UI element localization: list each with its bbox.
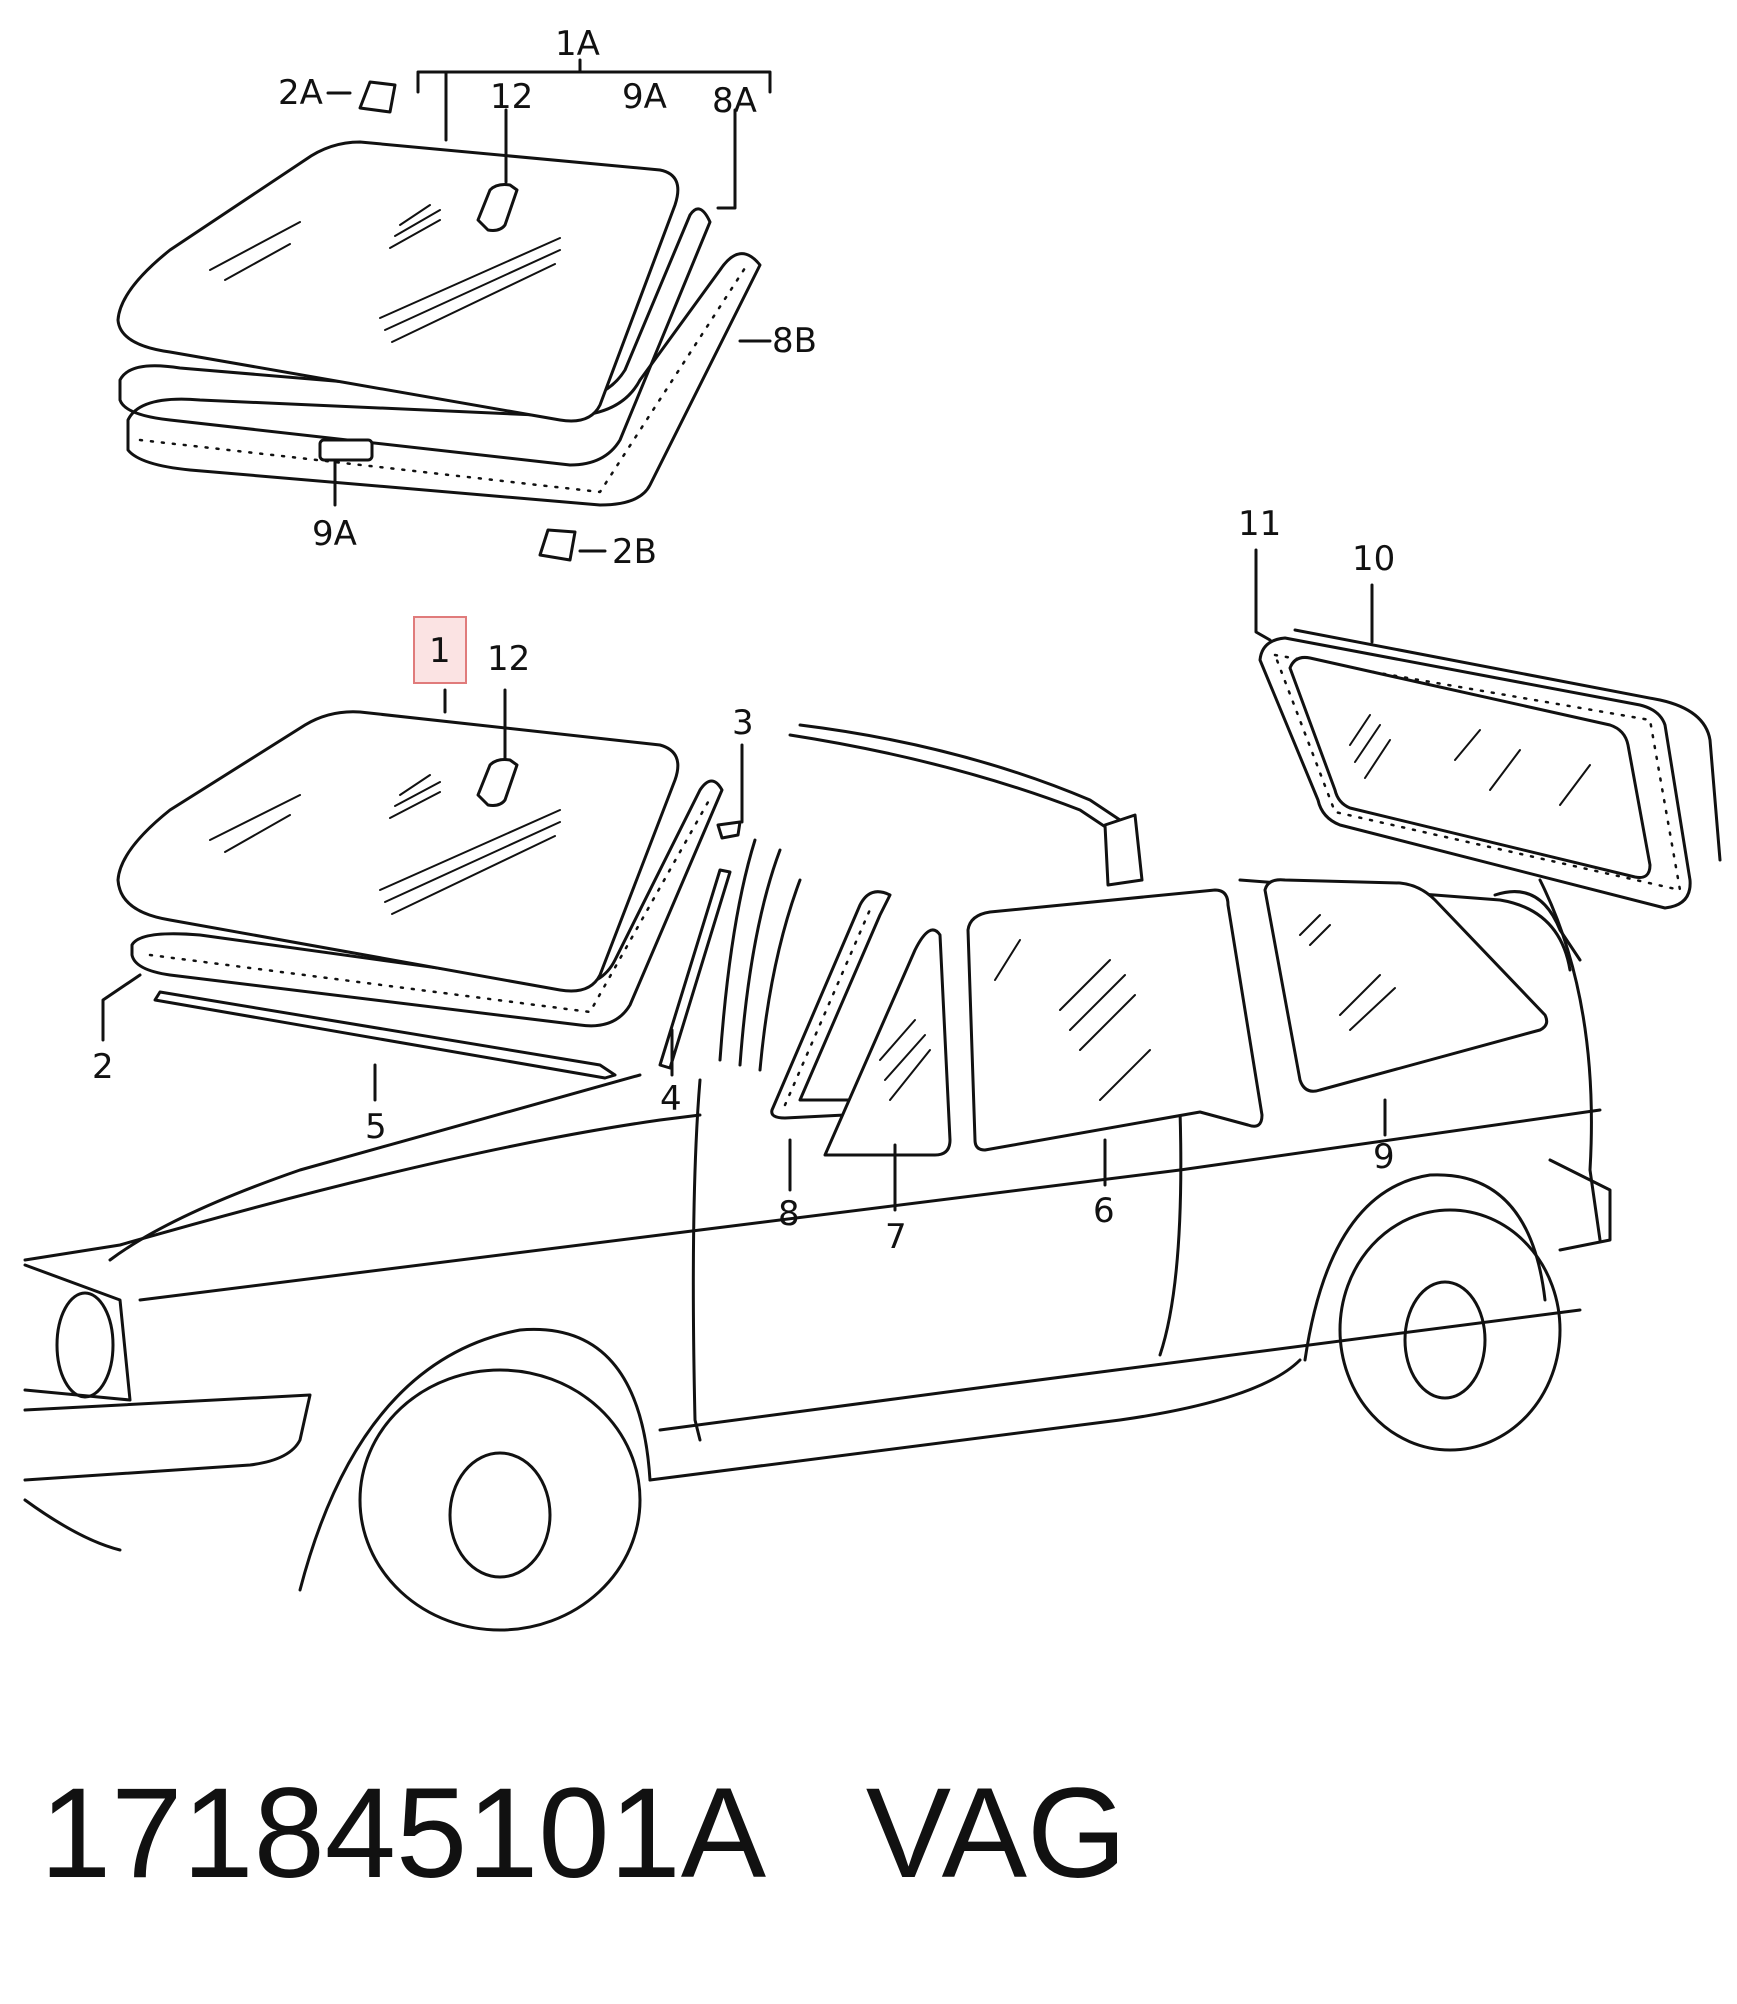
rear-window-assembly: [1258, 628, 1722, 962]
leaders: [101, 548, 1387, 1212]
callout-8A: 8A: [712, 81, 757, 121]
moulding-9A-piece: [318, 438, 374, 462]
rear-glass-10-reflection: [1349, 714, 1591, 806]
car-b-pillar: [1103, 813, 1144, 887]
callout-9A-top: 9A: [622, 77, 667, 117]
callout-8B: 8B: [772, 321, 817, 361]
car-belt-line: [138, 1108, 1602, 1302]
callout-9: 9: [1373, 1137, 1395, 1177]
door-glass-6-reflection: [994, 939, 1151, 1101]
rear-side-window: [1263, 878, 1549, 1093]
quarter-glass-7-reflection: [879, 1019, 931, 1101]
car-sill: [658, 1308, 1582, 1432]
callout-3: 3: [732, 703, 754, 743]
callout-2A: 2A: [278, 73, 323, 113]
seal-8B-dots: [138, 266, 747, 494]
rear-side-glass-9: [1263, 878, 1549, 1093]
car-roof-line-2: [798, 723, 1122, 822]
clip-2A: [358, 80, 397, 114]
part-number: 171845101A: [40, 1762, 759, 1905]
car-rear-wheel: [1338, 1208, 1562, 1452]
seal-11-dots: [1273, 653, 1682, 892]
car-door-front-edge: [691, 1078, 702, 1442]
callout-5: 5: [365, 1107, 387, 1147]
car-front-wheel: [358, 1368, 642, 1632]
brand-name: VAG: [865, 1762, 1127, 1905]
callout-labels: 1A 2A 12 9A 8A 8B 9A 2B 11 10 1 12 3 2 5…: [92, 24, 1395, 1257]
car-roof-line: [788, 733, 1112, 832]
strip-4: [658, 868, 732, 1070]
leader-2: [101, 973, 142, 1042]
callout-11: 11: [1238, 504, 1281, 544]
callout-2B: 2B: [612, 532, 657, 572]
callout-12-top: 12: [490, 77, 533, 117]
car-front-wheel-arch: [298, 1327, 652, 1592]
seal-8B: [126, 252, 762, 507]
clip-2B: [538, 528, 577, 562]
seal-8-dots: [783, 903, 874, 1107]
highlight-box-part-1: [413, 616, 467, 684]
car-hood: [23, 1113, 702, 1262]
callout-4: 4: [660, 1079, 682, 1119]
callout-10: 10: [1352, 539, 1395, 579]
rear-side-glass-9-reflection: [1299, 914, 1396, 1031]
windshield-assembly-exploded: [116, 58, 772, 562]
rear-glass-10: [1288, 656, 1652, 879]
leader-11: [1254, 548, 1272, 642]
car-rear-deck: [1238, 878, 1572, 972]
quarter-window: [770, 890, 952, 1157]
car-hood-edge: [108, 1073, 642, 1262]
car-lower-body: [648, 1358, 1302, 1482]
windshield-seal-2: [130, 779, 724, 1028]
car-headlight: [55, 1291, 115, 1399]
quarter-glass-7: [823, 928, 952, 1157]
seal-11: [1258, 636, 1692, 910]
car-front-hub: [448, 1451, 552, 1579]
car-drawing: [23, 723, 1612, 1632]
car-front-bumper: [23, 1393, 312, 1552]
rear-tailgate: [1493, 890, 1582, 962]
windshield-glass-1A: [116, 140, 680, 423]
callout-7: 7: [885, 1217, 907, 1257]
callout-12-main: 12: [487, 639, 530, 679]
callout-2: 2: [92, 1047, 114, 1087]
clip-3: [716, 820, 742, 840]
door-glass-6: [966, 888, 1264, 1152]
callout-8: 8: [778, 1194, 800, 1234]
part-number-caption: 171845101A VAG: [40, 1760, 1127, 1907]
car-door-rear-edge: [1158, 1108, 1183, 1357]
mirror-mount-12: [476, 758, 519, 807]
callout-1A: 1A: [555, 24, 600, 64]
seal-8: [770, 890, 892, 1120]
leader-8A: [716, 108, 737, 210]
car-rear-hub: [1403, 1280, 1487, 1400]
car-a-pillar-lines: [718, 838, 802, 1072]
car-rear-bumper: [1548, 1158, 1612, 1252]
car-front-grille: [23, 1263, 132, 1402]
windshield-on-car: [116, 710, 742, 1080]
callout-1: 1: [429, 631, 451, 671]
seal-8A: [118, 207, 712, 467]
callout-6: 6: [1093, 1191, 1115, 1231]
callout-9A-bottom: 9A: [312, 514, 357, 554]
windshield-glass-1-reflection: [209, 774, 561, 915]
moulding-5: [153, 990, 617, 1080]
windshield-glass-1: [116, 710, 680, 993]
bracket-1A: [416, 58, 772, 94]
glass-reflection: [209, 204, 561, 343]
car-rear-quarter: [1538, 878, 1602, 1242]
seal-10-outer: [1293, 628, 1722, 862]
mirror-mount-12-top: [476, 183, 519, 232]
car-rear-wheel-arch: [1303, 1173, 1547, 1362]
door-window: [966, 888, 1264, 1152]
